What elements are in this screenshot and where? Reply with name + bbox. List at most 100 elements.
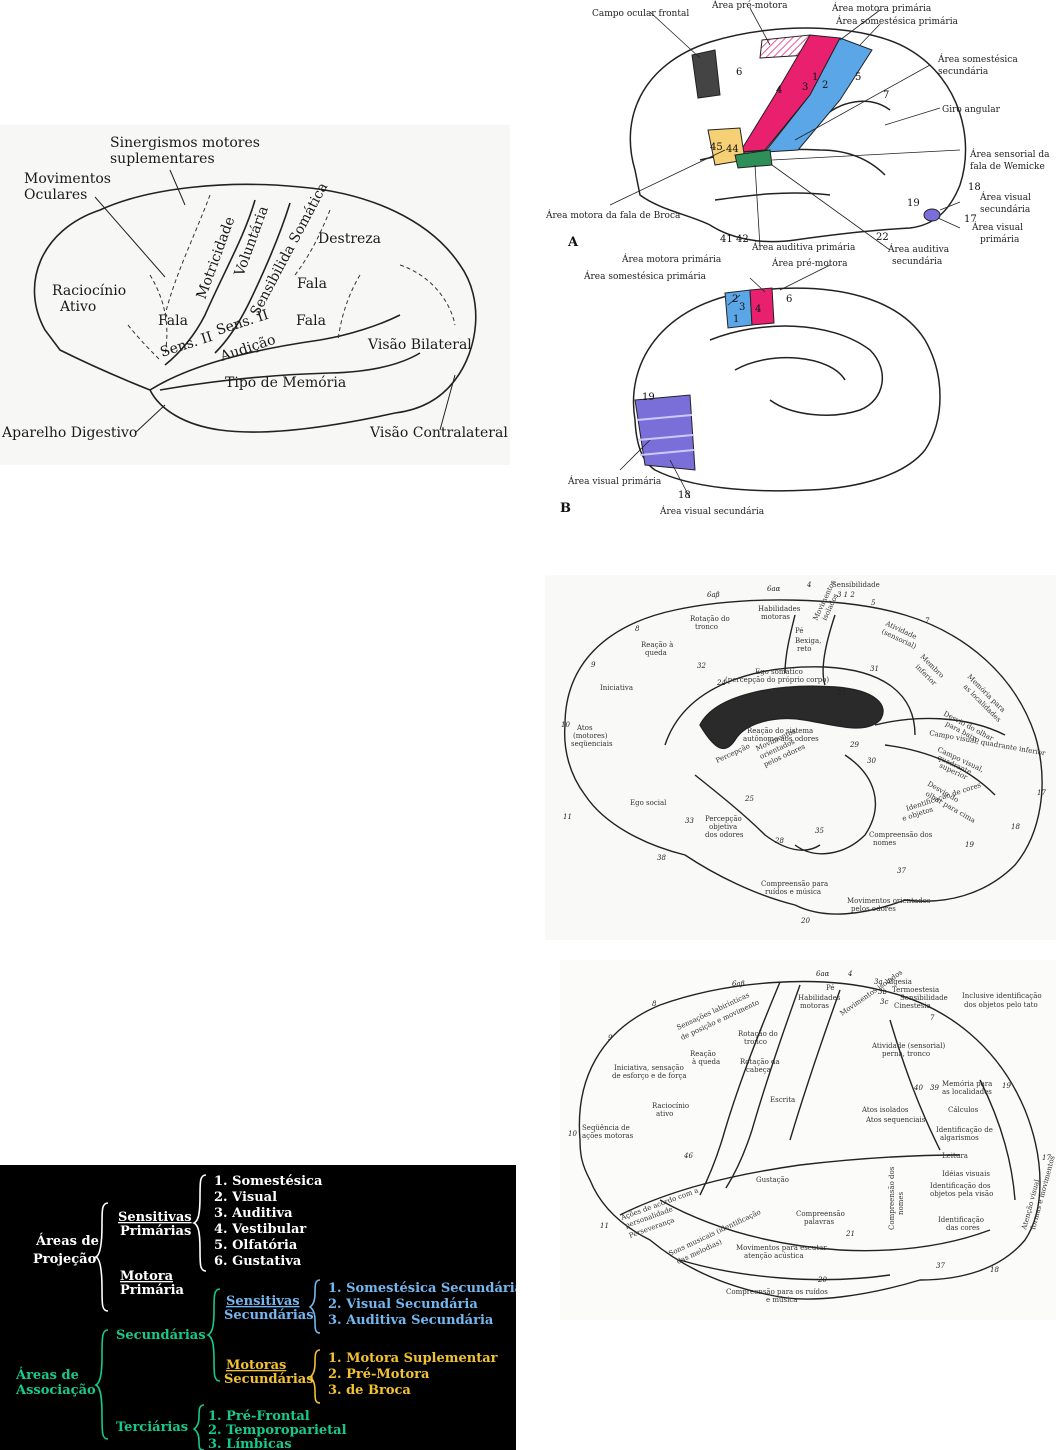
brace-mot-sec [308,1349,321,1404]
c-sens-sec-item-3: 3. Auditiva Secundária [328,1313,494,1328]
medial-function-map: Sensibilidade Rotação do tronco Habilida… [545,575,1056,940]
brace-terciarias [192,1404,205,1450]
c-prim-item-2: 2. Visual [214,1190,277,1205]
m-bexiga-2: reto [797,645,812,653]
d-rot-tronco-1: Rotação do [738,1030,778,1038]
m-comp-nomes-2: nomes [873,839,897,847]
label-sens-ii-1: Sens. II [158,329,214,361]
d-raciocinio-2: ativo [656,1110,673,1118]
m-num-30: 30 [867,757,876,765]
brodmann-colored-diagram: Campo ocular frontal Área pré-motora Áre… [545,0,1050,517]
m-comp-ruidos-2: ruídos e música [765,888,821,896]
c-prim-item-5: 5. Olfatória [214,1238,298,1253]
d-num-40: 40 [913,1084,923,1092]
num-7: 7 [883,90,889,101]
d-num-20: 20 [817,1276,827,1284]
label-visao-bilateral: Visão Bilateral [367,337,472,353]
area-somestesica-primaria [763,37,873,153]
label-destreza: Destreza [318,231,381,247]
d-algarismos-1: Identificação de [936,1126,993,1134]
m-comp-ruidos-1: Compreensão para [761,880,828,888]
d-termoestesia: Termoestesia [892,986,939,994]
c-prim-item-6: 6. Gustativa [214,1254,302,1269]
label-sinergismos-2: suplementares [110,151,215,167]
d-num-3a: 3a [874,978,883,986]
num-5: 5 [855,72,861,83]
m-perc-obj-2: objetiva [709,823,737,831]
d-habilidades-1: Habilidades [798,994,841,1002]
d-comp-ruidos-2: e música [766,1296,797,1304]
lateral-detailed-map: Algesia Termoestesia Sensibilidade Cines… [560,960,1056,1320]
m-reacao-sistema-2: autônomo aos odores [743,735,819,743]
d-sequencia-2: ações motoras [582,1132,634,1140]
d-memoria-1: Memória para [942,1080,992,1088]
d-comp-palavras-1: Compreensão [796,1210,845,1218]
d-comp-nomes-1: Compreensão dos [888,1166,896,1230]
d-num-18: 18 [990,1266,999,1274]
num-2-b: 2 [732,294,738,305]
m-perc-obj-1: Percepção [705,815,742,823]
d-sensibilidade: Sensibilidade [900,994,948,1002]
c-terciarias: Terciárias [116,1420,188,1435]
m-habilidades-1: Habilidades [758,605,801,613]
c-associacao-2: Associação [15,1383,96,1398]
brodmann-colored-map: Campo ocular frontal Área pré-motora Áre… [540,0,1056,520]
brace-secundarias [206,1288,221,1382]
label-visual-secundaria-2: secundária [980,204,1031,215]
d-escrita: Escrita [770,1096,795,1104]
lateral-detailed-outline [578,980,1041,1300]
d-num-3c: 3c [880,998,888,1006]
label-auditiva-secundaria-1: Área auditiva [887,243,950,255]
m-num-34: 25 [744,795,754,803]
num-19: 19 [907,198,920,209]
label-visual-secundaria-b: Área visual secundária [659,505,765,517]
c-projecao-2: Projeção [33,1252,97,1267]
label-audicao: Audição [217,332,277,365]
d-obj-visao-1: Identificação dos [930,1182,991,1190]
m-sensibilidade: Sensibilidade [832,581,880,589]
c-prim-item-1: 1. Somestésica [214,1174,323,1189]
m-rotacao-2: tronco [695,623,718,631]
c-mot-sec-item-2: 2. Pré-Motora [328,1367,430,1382]
d-obj-visao-2: objetos pela visão [930,1190,993,1198]
label-visao-contralateral: Visão Contralateral [369,425,508,441]
c-secundarias: Secundárias [116,1328,206,1343]
m-reacao-1: Reação à [641,640,673,649]
m-atos-3: seqüenciais [571,740,613,748]
label-auditiva-secundaria-2: secundária [892,256,943,267]
c-terc-item-1: 1. Pré-Frontal [208,1409,310,1424]
classification-diagram: Áreas de Projeção Sensitivas Primárias M… [15,1174,516,1450]
num-3-b: 3 [739,302,745,313]
label-sensibilidade-somatica: Sensibilida Somática [247,180,331,319]
d-num-21: 21 [845,1230,855,1238]
c-sens-sec-2: Secundárias [224,1308,314,1323]
label-somestesica-secundaria-2: secundária [938,66,989,77]
label-tipo-memoria: Tipo de Memória [225,375,346,391]
c-motora-prim-2: Primária [120,1283,185,1298]
d-cores-1: Identificação [938,1216,984,1224]
label-somestesica-primaria-b: Área somestésica primária [583,270,707,282]
m-atos-2: (motores) [573,732,608,740]
m-num-38: 38 [657,854,666,862]
m-ego-2: (percepção do próprio corpo) [725,676,829,684]
d-iniciativa-2: de esforço e de força [612,1072,687,1080]
d-ideias: Idéias visuais [942,1170,990,1178]
m-num-29: 29 [849,741,859,749]
label-wernicke-1: Área sensorial da [969,148,1050,160]
m-habilidades-2: motoras [761,613,790,621]
m-ego-social: Ego social [630,799,667,807]
c-mot-sec-1: Motoras [226,1358,286,1373]
lateral-function-diagram: Sinergismos motores suplementares Movime… [1,135,508,441]
m-comp-nomes-1: Compreensão dos [869,831,933,839]
c-mot-sec-2: Secundárias [224,1372,314,1387]
central-sulcus [164,199,256,366]
label-visual-primaria-b: Área visual primária [567,475,662,487]
area-visual-a [923,208,941,222]
m-num-10: 10 [561,721,570,729]
num-18: 18 [968,182,981,193]
m-num-19: 19 [965,841,974,849]
d-memoria-2: as localidades [942,1088,992,1096]
c-prim-item-3: 3. Auditiva [214,1206,293,1221]
label-visual-primaria-2: primária [980,234,1020,245]
d-num-11: 11 [600,1222,609,1230]
